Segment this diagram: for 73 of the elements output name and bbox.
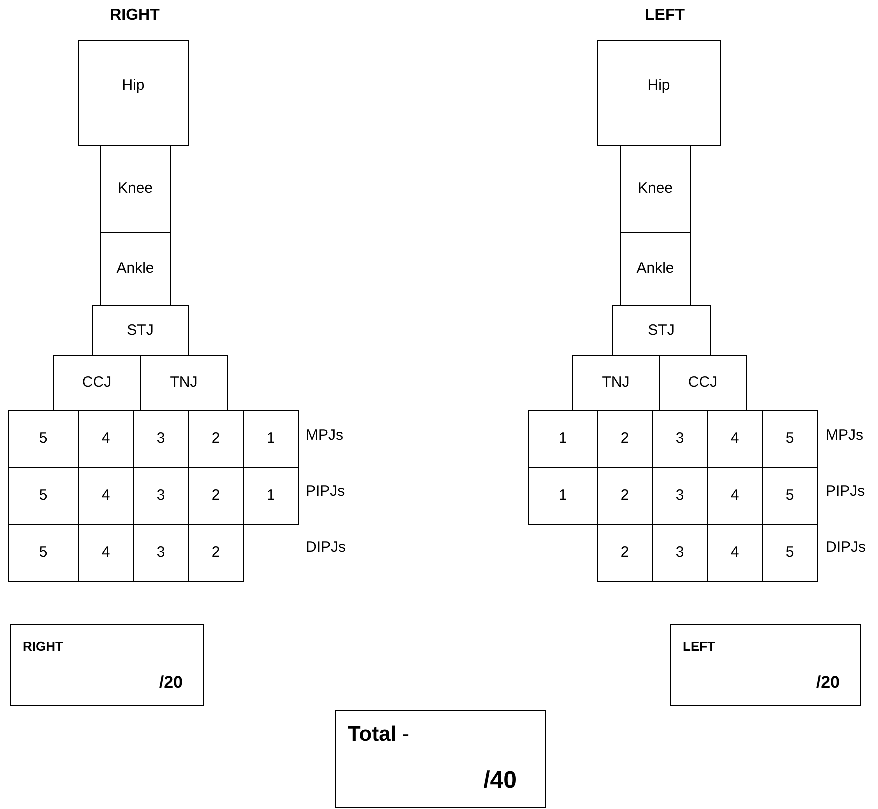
score-box bbox=[10, 624, 204, 706]
joint-label: TNJ bbox=[169, 372, 199, 393]
joint-label: 5 bbox=[38, 428, 49, 449]
joint-label: 1 bbox=[266, 428, 276, 449]
joint-label: 5 bbox=[784, 486, 796, 506]
score-total: /40 bbox=[484, 766, 517, 796]
joint-box bbox=[597, 524, 653, 582]
joint-label: Ankle bbox=[636, 258, 676, 279]
joint-label: 2 bbox=[210, 428, 222, 449]
joint-label: STJ bbox=[647, 320, 676, 340]
joint-label: 2 bbox=[620, 542, 630, 563]
joint-label: 3 bbox=[156, 486, 166, 506]
side-heading: RIGHT bbox=[109, 6, 161, 26]
joint-label: 4 bbox=[100, 542, 112, 563]
joint-label: CCJ bbox=[81, 372, 113, 393]
row-label: PIPJs bbox=[306, 482, 346, 502]
joint-label: 5 bbox=[38, 486, 49, 506]
joint-label: CCJ bbox=[687, 372, 719, 393]
joint-label: 3 bbox=[674, 428, 686, 449]
joint-box bbox=[762, 410, 818, 468]
joint-label: 4 bbox=[100, 486, 112, 506]
joint-label: Hip bbox=[121, 76, 146, 96]
joint-box bbox=[188, 524, 244, 582]
joint-label: 2 bbox=[210, 542, 222, 563]
joint-box bbox=[597, 40, 721, 146]
joint-label: 2 bbox=[620, 428, 630, 449]
joint-box bbox=[620, 145, 691, 233]
score-box bbox=[670, 624, 861, 706]
joint-box bbox=[100, 232, 171, 306]
row-label: MPJs bbox=[826, 426, 864, 446]
joint-label: Ankle bbox=[116, 258, 156, 279]
joint-label: 1 bbox=[558, 486, 568, 506]
joint-box bbox=[620, 232, 691, 306]
joint-box bbox=[528, 467, 598, 525]
row-label: DIPJs bbox=[306, 538, 346, 558]
joint-label: 1 bbox=[558, 428, 568, 449]
row-label: DIPJs bbox=[826, 538, 866, 558]
joint-label: 4 bbox=[730, 542, 740, 563]
joint-label: Knee bbox=[636, 178, 674, 199]
joint-box bbox=[243, 467, 299, 525]
score-total: /20 bbox=[159, 672, 183, 694]
joint-label: 5 bbox=[38, 542, 49, 563]
joint-label: 3 bbox=[674, 542, 686, 563]
joint-box bbox=[8, 524, 79, 582]
joint-label: STJ bbox=[126, 320, 155, 340]
joint-label: 5 bbox=[784, 542, 796, 563]
joint-label: Hip bbox=[646, 76, 672, 96]
row-label: MPJs bbox=[306, 426, 344, 446]
joint-label: 5 bbox=[784, 428, 796, 449]
joint-label: 3 bbox=[156, 428, 166, 449]
score-heading: Total - bbox=[348, 722, 410, 748]
joint-box bbox=[100, 145, 171, 233]
side-heading: LEFT bbox=[644, 6, 686, 26]
joint-label: Knee bbox=[116, 178, 154, 199]
joint-label: 3 bbox=[674, 486, 686, 506]
score-box bbox=[335, 710, 546, 808]
joint-label: 2 bbox=[620, 486, 630, 506]
joint-label: 4 bbox=[730, 486, 740, 506]
joint-box bbox=[78, 40, 189, 146]
score-heading: RIGHT bbox=[23, 638, 64, 656]
row-label: PIPJs bbox=[826, 482, 866, 502]
joint-box bbox=[762, 524, 818, 582]
joint-label: 4 bbox=[100, 428, 112, 449]
score-heading: LEFT bbox=[683, 638, 716, 656]
joint-box bbox=[92, 305, 189, 356]
joint-box bbox=[243, 410, 299, 468]
joint-label: TNJ bbox=[601, 372, 631, 393]
joint-label: 1 bbox=[266, 486, 276, 506]
joint-label: 2 bbox=[210, 486, 222, 506]
joint-label: 4 bbox=[730, 428, 740, 449]
score-total: /20 bbox=[816, 672, 840, 694]
joint-box bbox=[612, 305, 711, 356]
joint-label: 3 bbox=[156, 542, 166, 563]
